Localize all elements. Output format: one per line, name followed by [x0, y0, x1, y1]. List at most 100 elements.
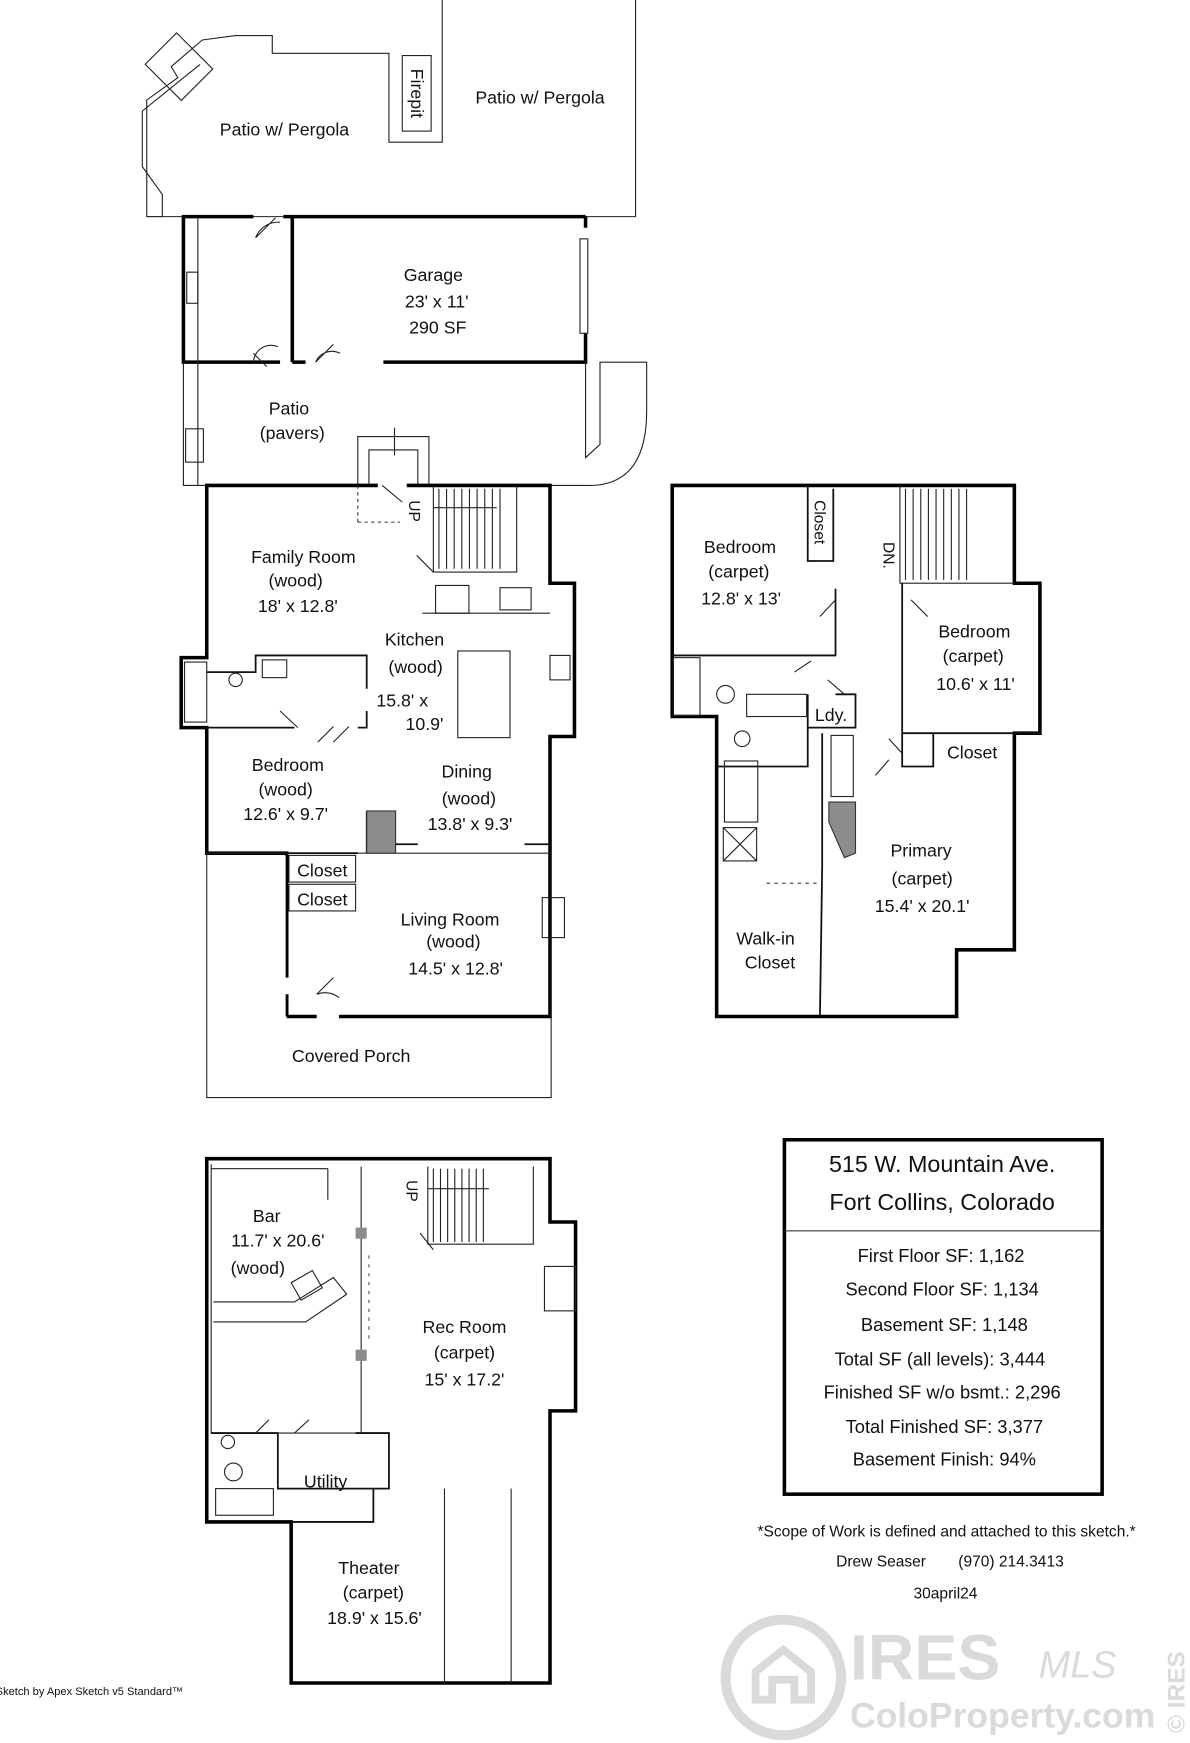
bedroom-2-dims: 10.6' x 11' [936, 674, 1015, 694]
door-icon [315, 343, 341, 363]
shower-icon [722, 827, 758, 862]
second-floor-plan: DN. Closet Bedroom (carpet) 12.8' x 13' … [670, 483, 1042, 1019]
dining-dims: 13.8' x 9.3' [428, 814, 513, 834]
closet-top-label: Closet [810, 500, 827, 545]
ires-watermark-logo: IRES MLS ColoProperty.com © IRES [720, 1614, 1190, 1741]
scope-note: *Scope of Work is defined and attached t… [757, 1523, 1135, 1540]
walkin-closet-label-2: Closet [745, 953, 795, 973]
vanity-icon [746, 693, 808, 718]
door-icons [255, 1232, 434, 1434]
basement-sf: Basement SF: 1,148 [861, 1314, 1028, 1335]
second-floor-sf: Second Floor SF: 1,134 [845, 1278, 1038, 1299]
door-icon [252, 344, 279, 367]
author-phone: (970) 214.3413 [958, 1553, 1063, 1570]
closet-1-label: Closet [297, 860, 347, 880]
patio-material: (pavers) [260, 423, 325, 443]
garage-label: Garage [404, 265, 463, 285]
fireplace-icon [541, 897, 566, 939]
toilet-icon [223, 1462, 243, 1482]
dining-material: (wood) [442, 788, 496, 808]
dining-label: Dining [442, 762, 492, 782]
door-icon [316, 977, 340, 999]
total-finished-sf: Total Finished SF: 3,377 [846, 1416, 1043, 1437]
patio-pergola-left-label: Patio w/ Pergola [220, 120, 349, 140]
stairs-up-label: UP [405, 500, 422, 522]
washer-dryer-icon [830, 734, 854, 798]
address-line-1: 515 W. Mountain Ave. [829, 1151, 1055, 1177]
bedroom-dims: 12.6' x 9.7' [243, 804, 328, 824]
bathtub-icon [723, 760, 759, 823]
sink-icon [186, 271, 199, 304]
bedroom-1-label: Bedroom [704, 537, 776, 557]
bathtub-icon [672, 657, 701, 716]
utility-label: Utility [304, 1471, 348, 1491]
sink-icon [261, 659, 288, 679]
toilet-icon [733, 730, 751, 748]
toilet-icon [228, 672, 243, 688]
garage-dims: 23' x 11' [405, 292, 469, 312]
basement-finish: Basement Finish: 94% [853, 1448, 1036, 1469]
rec-room-dims: 15' x 17.2' [425, 1369, 505, 1389]
sink-icon [549, 654, 571, 681]
patio-pergola-right-label: Patio w/ Pergola [475, 87, 604, 107]
kitchen-dims-2: 10.9' [405, 714, 443, 734]
closet-2-label: Closet [297, 889, 347, 909]
finished-sf-no-basement: Finished SF w/o bsmt.: 2,296 [824, 1382, 1061, 1403]
rec-room-material: (carpet) [434, 1343, 495, 1363]
toilet-icon [220, 1434, 236, 1450]
bathtub-icon [183, 661, 208, 723]
family-room-label: Family Room [251, 547, 356, 567]
stairs-up: UP [405, 485, 518, 573]
house-logo-icon [720, 1614, 847, 1741]
toilet-icon [716, 684, 735, 704]
software-credit: Sketch by Apex Sketch v5 Standard™ [0, 1686, 183, 1698]
walkin-closet-label: Walk-in [736, 928, 795, 948]
family-room-material: (wood) [268, 571, 322, 591]
grill-icon [185, 428, 204, 463]
watermark-brand: IRES [850, 1622, 1000, 1694]
covered-porch-label: Covered Porch [292, 1046, 411, 1066]
rec-room-label: Rec Room [423, 1317, 507, 1337]
door-icon [279, 710, 350, 743]
door-icons [794, 599, 929, 776]
first-floor-plan: UP Family Room (wood) 18' x 12.8' Kitche… [179, 483, 577, 1099]
bar-label: Bar [253, 1206, 281, 1226]
exterior-patios: Firepit Patio w/ Pergola Patio w/ Pergol… [141, 0, 637, 218]
living-room-dims: 14.5' x 12.8' [408, 958, 503, 978]
theater-material: (carpet) [343, 1583, 404, 1603]
primary-dims: 15.4' x 20.1' [875, 896, 970, 916]
bar-dims: 11.7' x 20.6' [231, 1230, 324, 1250]
address-line-2: Fort Collins, Colorado [829, 1189, 1054, 1215]
total-sf: Total SF (all levels): 3,444 [835, 1348, 1046, 1369]
patio-pavers: Patio (pavers) [182, 361, 648, 487]
kitchen-island [457, 650, 511, 739]
property-info-box: 515 W. Mountain Ave. Fort Collins, Color… [782, 1138, 1104, 1496]
garage: Garage 23' x 11' 290 SF [181, 214, 589, 486]
first-floor-sf: First Floor SF: 1,162 [858, 1245, 1025, 1266]
garage-door [579, 238, 589, 334]
bar-material: (wood) [231, 1258, 285, 1278]
primary-material: (carpet) [892, 868, 953, 888]
theater-dims: 18.9' x 15.6' [327, 1608, 422, 1628]
sketch-date: 30april24 [914, 1586, 978, 1603]
garage-area: 290 SF [409, 317, 466, 337]
kitchen-label: Kitchen [385, 629, 444, 649]
firepit [401, 54, 432, 132]
bathtub-icon [215, 1488, 274, 1516]
bedroom-label: Bedroom [252, 755, 324, 775]
theater-label: Theater [338, 1558, 399, 1578]
family-room-dims: 18' x 12.8' [258, 596, 338, 616]
kitchen-material: (wood) [388, 657, 442, 677]
author-name: Drew Seaser [836, 1553, 926, 1570]
primary-label: Primary [890, 841, 951, 861]
patio-label: Patio [269, 398, 310, 418]
living-room-material: (wood) [426, 932, 480, 952]
watermark-site: ColoProperty.com [850, 1695, 1155, 1735]
watermark-mls: MLS [1039, 1644, 1117, 1686]
bedroom-2-label: Bedroom [938, 622, 1010, 642]
watermark-copyright: © IRES [1163, 1651, 1190, 1733]
door-icon [255, 217, 281, 239]
bedroom-1-dims: 12.8' x 13' [701, 588, 781, 608]
basement-plan: UP Bar 11.7' x 20.6' (wood) Rec Room (ca… [204, 1156, 578, 1685]
